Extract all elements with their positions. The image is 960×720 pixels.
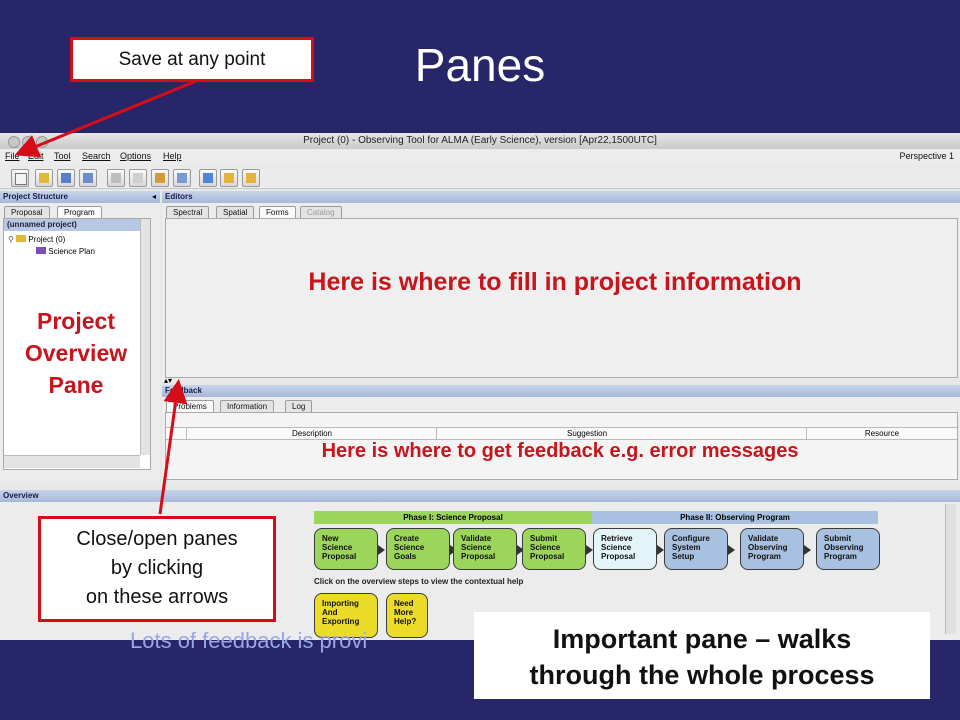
feedback-table-header: Description Suggestion Resource <box>166 427 957 440</box>
project-info-annotation: Here is where to fill in project informa… <box>308 268 802 296</box>
tools-icon <box>155 173 165 183</box>
menu-file[interactable]: File <box>5 151 20 161</box>
menu-bar: File Edit Tool Search Options Help Persp… <box>0 149 960 165</box>
tab-program[interactable]: Program <box>57 206 102 219</box>
tree-root[interactable]: (unnamed project) <box>4 219 150 231</box>
menu-tool[interactable]: Tool <box>54 151 71 161</box>
step-configure-system-setup[interactable]: Configure System Setup <box>664 528 728 570</box>
cut-button[interactable] <box>107 169 125 187</box>
arrow-right-icon <box>586 545 593 555</box>
menu-help[interactable]: Help <box>163 151 182 161</box>
overview-header: Overview <box>0 490 960 502</box>
step-retrieve-science-proposal[interactable]: Retrieve Science Proposal <box>593 528 657 570</box>
forward-arrow-icon <box>246 173 256 183</box>
perspective-label[interactable]: Perspective 1 <box>899 151 954 161</box>
overview-scrollbar[interactable] <box>945 504 956 634</box>
phase2-header: Phase II: Observing Program <box>592 511 878 524</box>
tree-item-project[interactable]: ⚲ Project (0) <box>8 235 65 244</box>
forward-button[interactable] <box>242 169 260 187</box>
important-pane-callout: Important pane – walks through the whole… <box>474 612 930 699</box>
save-as-icon <box>83 173 93 183</box>
project-tree: (unnamed project) ⚲ Project (0) Science … <box>3 218 151 470</box>
new-project-button[interactable] <box>11 169 29 187</box>
validate-button[interactable] <box>199 169 217 187</box>
phase1-header: Phase I: Science Proposal <box>314 511 592 524</box>
project-structure-pane: Project Structure ◂ Proposal Program (un… <box>0 191 160 481</box>
sort-icon <box>177 173 187 183</box>
tab-catalog[interactable]: Catalog <box>300 206 342 219</box>
save-button[interactable] <box>57 169 75 187</box>
col-suggestion[interactable]: Suggestion <box>436 428 737 439</box>
back-button[interactable] <box>220 169 238 187</box>
arrow-right-icon <box>728 545 735 555</box>
tab-forms[interactable]: Forms <box>259 206 296 219</box>
tree-item-project-label: Project (0) <box>28 235 66 244</box>
close-open-callout: Close/open panes by clicking on these ar… <box>38 516 276 622</box>
copy-icon <box>133 173 143 183</box>
editors-pane: Editors Spectral Spatial Forms Catalog <box>162 191 960 379</box>
collapse-left-icon[interactable]: ◂ <box>152 192 157 201</box>
menu-options[interactable]: Options <box>120 151 152 161</box>
step-create-science-goals[interactable]: Create Science Goals <box>386 528 450 570</box>
tab-spatial[interactable]: Spatial <box>216 206 255 219</box>
col-description[interactable]: Description <box>186 428 437 439</box>
editors-header: Editors <box>162 191 960 203</box>
slide-title: Panes <box>414 39 546 91</box>
expand-icon: ⚲ <box>8 235 14 244</box>
tree-item-science-plan[interactable]: Science Plan <box>36 247 95 256</box>
step-submit-observing-program[interactable]: Submit Observing Program <box>816 528 880 570</box>
save-icon <box>61 173 71 183</box>
tools-button[interactable] <box>151 169 169 187</box>
feedback-pane: ▴▾ Feedback Problems Information Log Des… <box>162 376 960 481</box>
step-importing-exporting[interactable]: Importing And Exporting <box>314 593 378 638</box>
tab-spectral[interactable]: Spectral <box>166 206 210 219</box>
open-folder-icon <box>39 173 49 183</box>
save-callout: Save at any point <box>70 37 314 82</box>
step-new-science-proposal[interactable]: New Science Proposal <box>314 528 378 570</box>
plan-folder-icon <box>36 247 46 254</box>
window-title: Project (0) - Observing Tool for ALMA (E… <box>303 135 657 146</box>
step-validate-observing-program[interactable]: Validate Observing Program <box>740 528 804 570</box>
tab-log[interactable]: Log <box>285 400 313 413</box>
folder-icon <box>16 235 27 242</box>
arrow-right-icon <box>378 545 385 555</box>
col-resource[interactable]: Resource <box>806 428 957 439</box>
tree-horizontal-scrollbar[interactable] <box>4 455 140 468</box>
project-structure-header: Project Structure <box>0 191 160 203</box>
toolbar <box>0 166 960 189</box>
open-project-button[interactable] <box>35 169 53 187</box>
bottom-slide-text: Lots of feedback is provi <box>130 628 368 653</box>
sort-button[interactable] <box>173 169 191 187</box>
feedback-header: Feedback <box>162 385 960 397</box>
collapse-editors-icon[interactable]: ▴▾ <box>164 376 173 385</box>
back-arrow-icon <box>224 173 234 183</box>
tree-item-science-plan-label: Science Plan <box>48 247 95 256</box>
menu-edit[interactable]: Edit <box>28 151 44 161</box>
window-titlebar: Project (0) - Observing Tool for ALMA (E… <box>0 133 960 150</box>
arrow-right-icon <box>657 545 664 555</box>
tree-vertical-scrollbar[interactable] <box>140 219 150 455</box>
cut-icon <box>111 173 121 183</box>
save-callout-text: Save at any point <box>118 49 266 70</box>
step-need-more-help[interactable]: Need More Help? <box>386 593 428 638</box>
arrow-right-icon <box>517 545 524 555</box>
arrow-right-icon <box>804 545 811 555</box>
copy-button[interactable] <box>129 169 147 187</box>
overview-help-text: Click on the overview steps to view the … <box>314 577 524 586</box>
new-doc-icon <box>15 173 27 185</box>
tab-proposal[interactable]: Proposal <box>4 206 50 219</box>
checkbox-icon <box>203 173 213 183</box>
project-overview-annotation: Project Overview Pane <box>24 308 128 398</box>
editor-area[interactable] <box>165 218 958 378</box>
menu-search[interactable]: Search <box>82 151 111 161</box>
feedback-table: Description Suggestion Resource <box>165 412 958 480</box>
tab-information[interactable]: Information <box>220 400 275 413</box>
app-window: Project (0) - Observing Tool for ALMA (E… <box>0 133 960 640</box>
feedback-annotation: Here is where to get feedback e.g. error… <box>321 440 799 462</box>
step-validate-science-proposal[interactable]: Validate Science Proposal <box>453 528 517 570</box>
step-submit-science-proposal[interactable]: Submit Science Proposal <box>522 528 586 570</box>
save-as-button[interactable] <box>79 169 97 187</box>
